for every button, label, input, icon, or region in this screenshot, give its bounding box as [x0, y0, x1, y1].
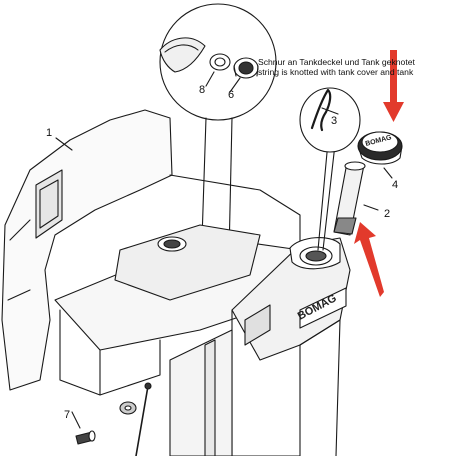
callout-8: 8 [199, 84, 205, 96]
leader-line [205, 71, 215, 87]
note-line-german: Schnur an Tankdeckel und Tank geknotet [258, 57, 415, 67]
callout-4: 4 [392, 179, 398, 191]
callout-3: 3 [331, 115, 337, 127]
note-line-english: string is knotted with tank cover and ta… [258, 67, 414, 77]
leader-line [363, 204, 379, 211]
detail-circle [159, 3, 277, 121]
rod-knob [144, 382, 152, 390]
frame-left-wall [1, 109, 173, 391]
leader-line [321, 107, 339, 115]
bolt [75, 430, 96, 445]
leader-line [229, 77, 241, 93]
cord [299, 87, 361, 153]
callout-1: 1 [46, 127, 52, 139]
washer [119, 401, 137, 415]
callout-2: 2 [384, 208, 390, 220]
frame-floor [54, 174, 301, 396]
tank-cap [357, 131, 403, 165]
red-arrow-diagonal-icon [354, 222, 384, 297]
red-arrow-down-icon [383, 50, 404, 122]
callout-7: 7 [64, 409, 70, 421]
rod [135, 385, 149, 457]
callout-6: 6 [228, 89, 234, 101]
leader-line [383, 167, 393, 179]
leader-line [55, 137, 73, 151]
leader-line [71, 411, 81, 429]
fuel-tank [169, 237, 351, 457]
